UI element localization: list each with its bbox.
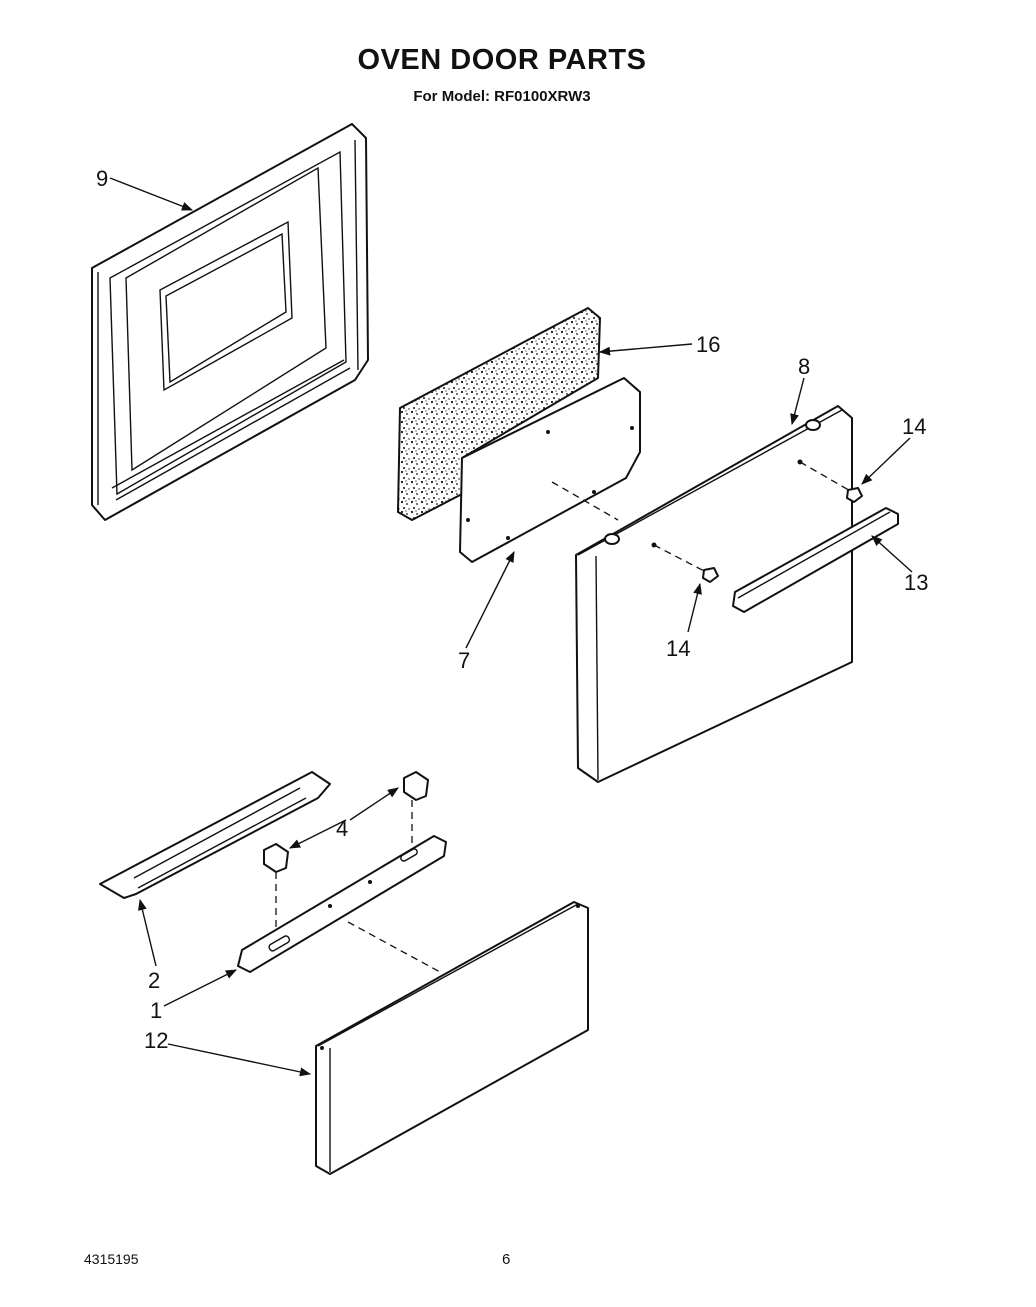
callout-14-bottom: 14 [666, 636, 690, 661]
part-14-spacers [702, 487, 863, 583]
callout-9: 9 [96, 166, 108, 191]
leader-4-left [288, 819, 347, 849]
callout-7: 7 [458, 648, 470, 673]
part-2-drawer-rail [99, 771, 331, 899]
part-7-retainer-panel [459, 377, 641, 563]
leader-13 [871, 535, 913, 573]
part-1-drawer-bracket [237, 835, 447, 973]
leader-12 [167, 1043, 312, 1077]
part-4-hinge-brackets [263, 771, 429, 873]
document-number: 4315195 [84, 1251, 139, 1267]
model-subtitle: For Model: RF0100XRW3 [413, 88, 591, 105]
part-13-door-handle [732, 507, 899, 613]
callout-12: 12 [144, 1028, 168, 1053]
callout-2: 2 [148, 968, 160, 993]
assembly-line-spacer-top [799, 461, 853, 493]
leader-8 [790, 377, 805, 426]
leader-4-right [349, 787, 399, 821]
part-8-outer-door-panel [575, 405, 853, 783]
leader-2 [138, 898, 157, 967]
assembly-line-7-8 [551, 481, 619, 521]
assembly-line-spacer-bottom [653, 544, 707, 573]
callout-13: 13 [904, 570, 928, 595]
part-12-drawer-front [315, 901, 589, 1175]
leader-1 [163, 969, 238, 1007]
leader-14-bottom [687, 582, 702, 633]
page-title: OVEN DOOR PARTS [357, 44, 647, 76]
callout-1: 1 [150, 998, 162, 1023]
leader-16 [598, 343, 693, 356]
assembly-line-bracket-front [347, 921, 441, 973]
callout-8: 8 [798, 354, 810, 379]
callout-16: 16 [696, 332, 720, 357]
callout-4: 4 [336, 816, 348, 841]
leader-9 [109, 177, 194, 211]
part-9-inner-door-liner [91, 123, 369, 521]
callout-14-top: 14 [902, 414, 926, 439]
leader-14-top [861, 437, 911, 485]
leader-7 [465, 550, 515, 649]
page-number: 6 [502, 1251, 511, 1268]
